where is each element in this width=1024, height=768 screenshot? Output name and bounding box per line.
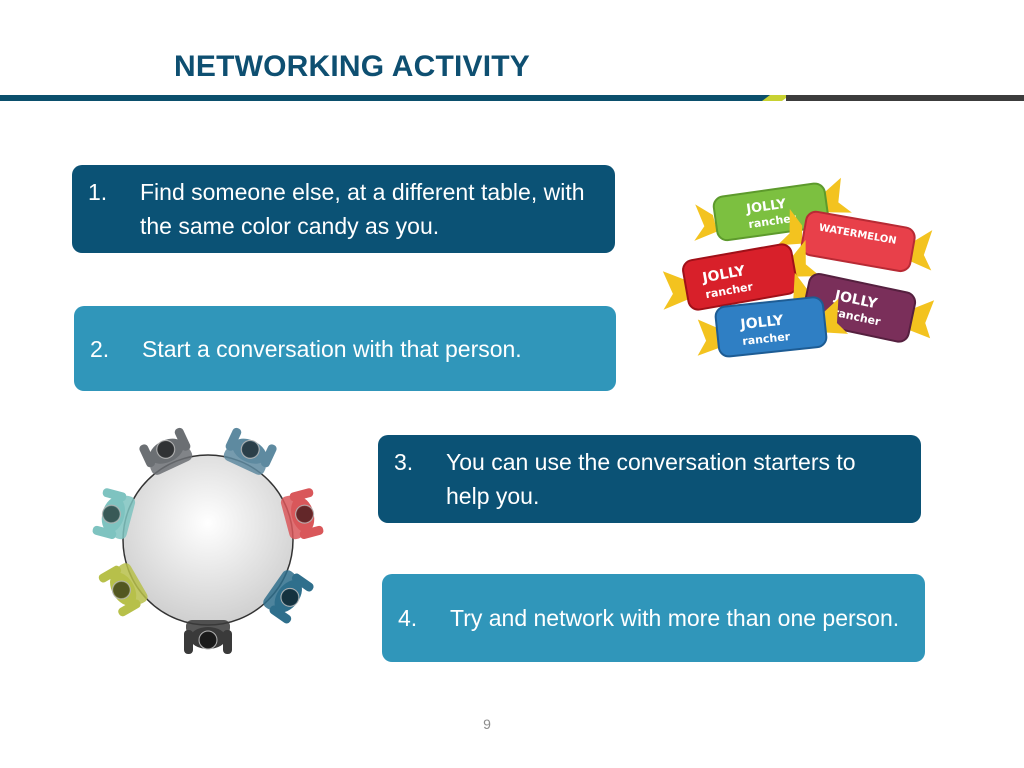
- seated-person: [280, 488, 324, 540]
- step-number: 2.: [90, 335, 110, 362]
- step-text: You can use the conversation starters to…: [446, 449, 856, 509]
- seated-person: [223, 427, 277, 475]
- svg-text:rancher: rancher: [742, 330, 792, 348]
- title-rule-main: [0, 95, 770, 101]
- step-box-2: 2. Start a conversation with that person…: [74, 306, 616, 391]
- step-number: 4.: [398, 605, 418, 631]
- seated-person: [139, 427, 193, 475]
- step-box-4: 4. Try and network with more than one pe…: [382, 574, 925, 662]
- seated-person: [184, 620, 232, 654]
- round-table-diagram: [92, 427, 324, 654]
- step-number: 3.: [394, 449, 414, 475]
- candy-red: JOLLY rancher: [662, 240, 821, 311]
- step-box-3: 3. You can use the conversation starters…: [378, 435, 921, 523]
- svg-text:JOLLY: JOLLY: [700, 263, 747, 287]
- step-box-1: 1. Find someone else, at a different tab…: [72, 165, 615, 253]
- title-rule: [0, 95, 1024, 101]
- step-text: Try and network with more than one perso…: [450, 605, 900, 631]
- page-number: 9: [483, 716, 491, 732]
- seated-person: [98, 563, 148, 617]
- title-rule-end: [786, 95, 1024, 101]
- step-text: Find someone else, at a different table,…: [140, 179, 585, 239]
- svg-text:JOLLY: JOLLY: [744, 197, 787, 218]
- step-text: Start a conversation with that person.: [142, 335, 522, 362]
- step-number: 1.: [88, 179, 108, 205]
- seated-person: [92, 488, 136, 540]
- candy-blue: JOLLY rancher: [697, 296, 849, 358]
- seated-person: [263, 570, 314, 624]
- slide-title: NETWORKING ACTIVITY: [174, 50, 531, 83]
- candy-image: JOLLY rancher WATERMELON JOLLY rancher J…: [662, 177, 935, 358]
- title-rule-accent: [762, 95, 790, 101]
- candy-pink: WATERMELON: [777, 209, 933, 273]
- svg-text:JOLLY: JOLLY: [739, 313, 785, 334]
